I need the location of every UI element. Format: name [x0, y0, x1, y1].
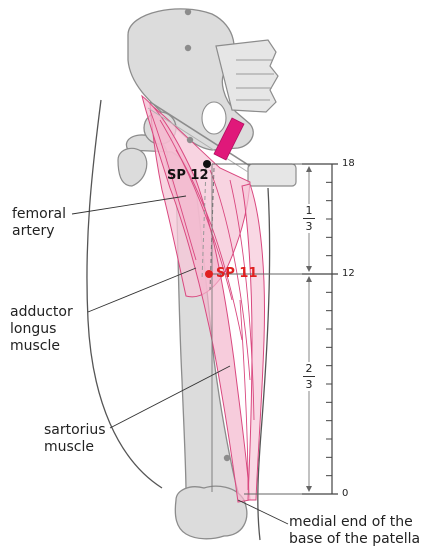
lower-fraction-numerator: 2 [305, 362, 313, 375]
femoral-artery-label: femoral artery [12, 206, 66, 240]
adductor-longus-label: adductor longus muscle [10, 304, 73, 355]
adductor-leader [87, 267, 197, 313]
femoral-vein-course [201, 167, 207, 281]
muscle-fibres [149, 109, 255, 491]
gracilis-muscle [241, 183, 265, 501]
sp11-label: SP 11 [216, 266, 258, 281]
sp12-point [203, 160, 211, 168]
lower-fraction: 2 3 [302, 362, 316, 391]
patella-line-1: medial end of the [289, 514, 413, 530]
upper-fraction-numerator: 1 [305, 204, 313, 217]
femoral-artery-line-1: femoral [12, 206, 66, 222]
bone-marker [223, 454, 231, 462]
femoral-artery-leader [71, 195, 187, 215]
patella-leader [237, 499, 289, 525]
greater-trochanter [117, 147, 148, 187]
obturator-foramen [201, 101, 227, 135]
lower-fraction-denominator: 3 [305, 378, 313, 391]
sartorius-label: sartorius muscle [44, 422, 106, 456]
bone-marker [186, 136, 194, 144]
scale-bottom-value: 0 [342, 488, 349, 499]
scale-top-value: 18 [342, 158, 355, 169]
sartorius-leader [109, 365, 231, 429]
thigh-outline-medial [257, 187, 271, 541]
femoral-artery-line-2: artery [12, 223, 55, 239]
bone-marker [184, 44, 192, 52]
sp12-label: SP 12 [167, 168, 209, 183]
femoral-artery-course [209, 167, 215, 291]
inguinal-ligament [149, 101, 251, 167]
femoral-artery-vessel [213, 117, 245, 161]
pubic-symphysis [247, 163, 297, 187]
fraction-bar [303, 218, 315, 219]
fraction-bar [303, 376, 315, 377]
adductor-line-2: longus [10, 321, 57, 337]
sp11-point [205, 270, 213, 278]
adductor-line-3: muscle [10, 338, 61, 354]
upper-fraction-denominator: 3 [305, 220, 313, 233]
inguinal-ligament-edge [147, 107, 249, 173]
thigh-outline-lateral [86, 99, 163, 489]
upper-fraction: 1 3 [302, 204, 316, 233]
sacrum-bone [215, 39, 279, 113]
scale-middle-value: 12 [342, 268, 355, 279]
sartorius-line-1: sartorius [44, 422, 106, 438]
femoral-condyles [174, 485, 248, 540]
patella-line-2: base of the patella [289, 531, 421, 547]
patella-label: medial end of the base of the patella [289, 514, 420, 548]
sartorius-line-2: muscle [44, 439, 95, 455]
adductor-line-1: adductor [10, 304, 73, 320]
bone-marker [184, 8, 192, 16]
